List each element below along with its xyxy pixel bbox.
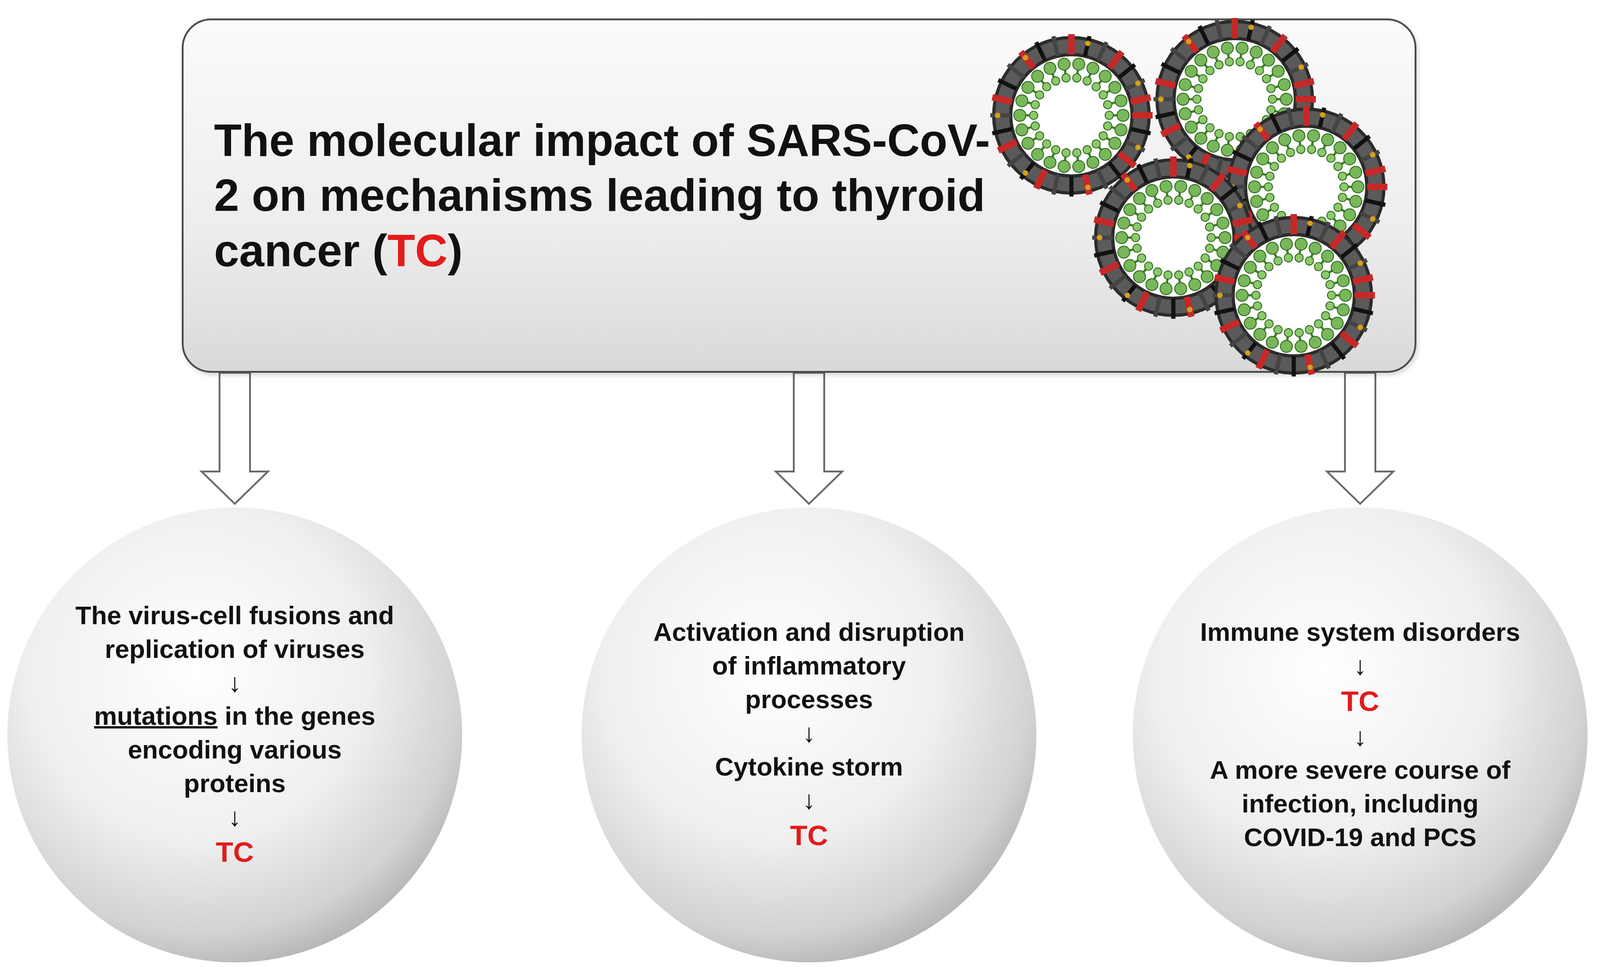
text-span: ) (447, 225, 464, 276)
sphere-node: Activation and disruption of inflammator… (580, 506, 1038, 964)
highlight-span: TC (1341, 684, 1380, 717)
block-arrow (1326, 372, 1394, 504)
sphere-text-column: Immune system disorders↓TC↓A more severe… (1198, 615, 1522, 854)
virion (1092, 156, 1255, 319)
text-span: The molecular impact of SARS-CoV-2 on me… (214, 114, 991, 276)
text-span: ↓ (228, 667, 242, 697)
outcome-label: TC (647, 816, 971, 855)
flow-arrow-symbol: ↓ (647, 716, 971, 750)
highlight-span: TC (387, 225, 448, 276)
virion (1225, 105, 1388, 268)
sphere-node: Immune system disorders↓TC↓A more severe… (1131, 506, 1589, 964)
text-span: A more severe course of infection, inclu… (1209, 755, 1511, 852)
step-text: A more severe course of infection, inclu… (1198, 753, 1522, 854)
sphere-circle (581, 507, 1037, 963)
title-box: The molecular impact of SARS-CoV-2 on me… (181, 18, 1417, 373)
text-span: The virus-cell fusions and replication o… (75, 600, 395, 664)
highlight-span: TC (215, 835, 255, 868)
text-span: ↓ (1353, 650, 1367, 680)
text-span: ↓ (228, 802, 242, 832)
virion (990, 34, 1153, 197)
block-arrow (201, 372, 268, 504)
title-text: The molecular impact of SARS-CoV-2 on me… (214, 113, 999, 279)
text-span: ↓ (802, 785, 816, 815)
sphere-text-column: Activation and disruption of inflammator… (647, 615, 971, 854)
sphere-node: The virus-cell fusions and replication o… (6, 506, 464, 964)
step-text: Cytokine storm (647, 749, 971, 784)
block-arrow (775, 372, 843, 504)
flow-arrow-symbol: ↓ (73, 666, 397, 700)
text-span: Activation and disruption of inflammator… (653, 617, 965, 714)
outcome-label: TC (73, 833, 397, 871)
step-text: The virus-cell fusions and replication o… (73, 598, 397, 667)
virion (1212, 214, 1375, 377)
text-span: ↓ (802, 718, 816, 748)
flow-arrow-symbol: ↓ (647, 783, 971, 817)
sphere-shape (6, 506, 464, 964)
highlight-span: TC (790, 819, 829, 851)
text-span: ↓ (1353, 721, 1367, 751)
flow-arrow-symbol: ↓ (73, 800, 397, 834)
step-text: Immune system disorders (1198, 615, 1522, 649)
sphere-circle (1132, 507, 1588, 963)
underlined-word: mutations (94, 701, 218, 731)
step-text: Activation and disruption of inflammator… (647, 615, 971, 716)
flow-arrow-symbol: ↓ (1198, 719, 1522, 754)
text-span: Cytokine storm (714, 751, 904, 781)
text-span: Immune system disorders (1200, 617, 1521, 647)
outcome-label: TC (1198, 682, 1522, 720)
sphere-text-column: The virus-cell fusions and replication o… (73, 598, 397, 871)
flow-arrow-symbol: ↓ (1198, 648, 1522, 683)
sphere-circle (7, 507, 463, 963)
step-text: mutations in the genes encoding various … (73, 699, 397, 800)
